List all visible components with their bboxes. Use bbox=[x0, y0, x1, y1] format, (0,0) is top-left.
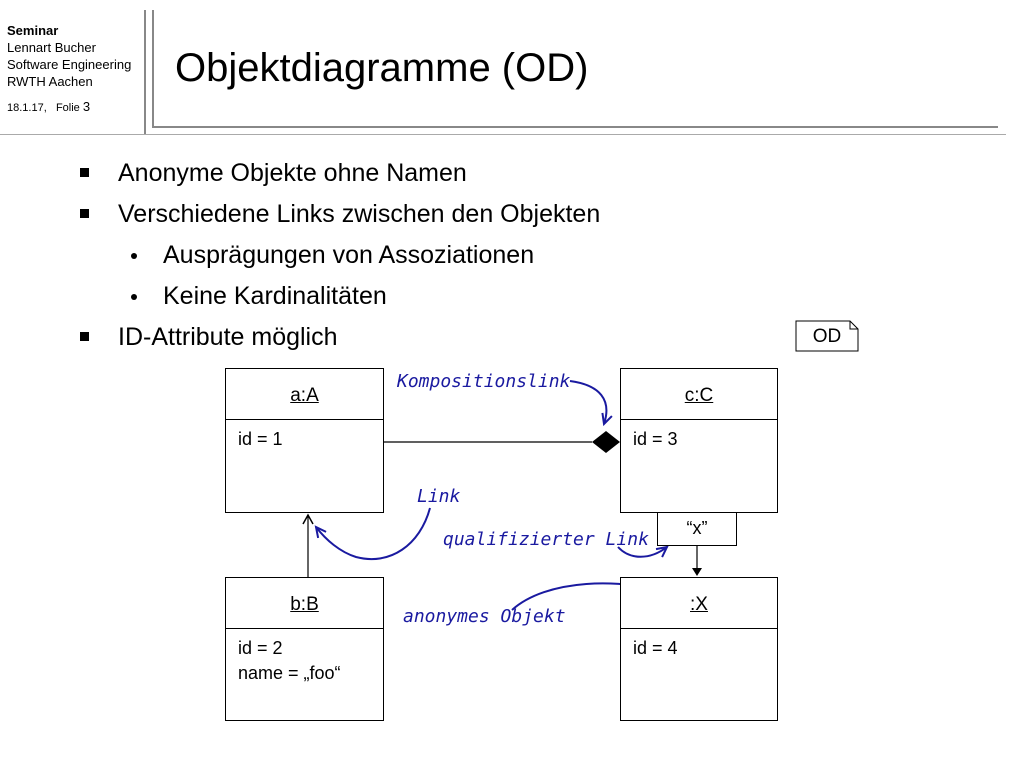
arrowhead-icon bbox=[692, 568, 702, 576]
bullet-item: Verschiedene Links zwischen den Objekten bbox=[80, 194, 780, 235]
bullet-text: Ausprägungen von Assoziationen bbox=[163, 241, 535, 269]
object-name: a:A bbox=[226, 369, 383, 420]
attribute-line: id = 3 bbox=[633, 429, 678, 449]
square-bullet-icon bbox=[80, 209, 89, 218]
square-bullet-icon bbox=[80, 168, 89, 177]
object-b: b:B id = 2 name = „foo“ bbox=[225, 577, 384, 721]
qualified-link-annotation: qualifizierter Link bbox=[443, 529, 649, 550]
date-label: 18.1.17, bbox=[7, 102, 47, 114]
seminar-label: Seminar bbox=[7, 23, 59, 38]
bullet-text: Verschiedene Links zwischen den Objekten bbox=[118, 200, 601, 228]
title-rule-bottom bbox=[0, 134, 1006, 135]
composition-link-annotation: Kompositionslink bbox=[397, 371, 571, 392]
bullet-text: ID-Attribute möglich bbox=[118, 323, 338, 351]
object-attributes: id = 1 bbox=[238, 427, 283, 452]
university-label: RWTH Aachen bbox=[7, 74, 93, 89]
link-annotation: Link bbox=[417, 486, 461, 507]
attribute-line: id = 4 bbox=[633, 638, 678, 658]
qualified-annotation-arrow bbox=[617, 545, 669, 558]
slide-date-info: 18.1.17, Folie 3 bbox=[7, 98, 131, 117]
bullet-text: Keine Kardinalitäten bbox=[163, 282, 387, 310]
department-label: Software Engineering bbox=[7, 57, 132, 72]
folie-number: 3 bbox=[82, 99, 91, 114]
object-c: c:C id = 3 bbox=[620, 368, 778, 513]
square-bullet-icon bbox=[80, 332, 89, 341]
anonymous-object-annotation: anonymes Objekt bbox=[403, 606, 566, 627]
dot-bullet-icon bbox=[131, 253, 137, 259]
bullet-list: Anonyme Objekte ohne Namen Verschiedene … bbox=[80, 153, 780, 358]
author-label: Lennart Bucher bbox=[7, 40, 96, 55]
object-name: c:C bbox=[621, 369, 777, 420]
slide-title: Objektdiagramme (OD) bbox=[175, 46, 589, 90]
qualifier-box: “x” bbox=[657, 512, 737, 546]
sub-bullet-item: Ausprägungen von Assoziationen bbox=[80, 235, 780, 276]
note-shape-icon bbox=[795, 320, 859, 352]
header-divider-right bbox=[152, 10, 154, 128]
object-name: b:B bbox=[226, 578, 383, 629]
dot-bullet-icon bbox=[131, 294, 137, 300]
bullet-text: Anonyme Objekte ohne Namen bbox=[118, 159, 467, 187]
composition-diamond-icon bbox=[592, 431, 620, 453]
attribute-line: id = 1 bbox=[238, 429, 283, 449]
object-a: a:A id = 1 bbox=[225, 368, 384, 513]
bullet-item: Anonyme Objekte ohne Namen bbox=[80, 153, 780, 194]
header-divider-left bbox=[144, 10, 146, 135]
od-diagram-tag: OD bbox=[795, 320, 859, 352]
object-x: :X id = 4 bbox=[620, 577, 778, 721]
attribute-line: name = „foo“ bbox=[238, 663, 341, 683]
od-tag-label: OD bbox=[812, 326, 842, 347]
folie-label: Folie bbox=[55, 102, 80, 114]
object-attributes: id = 3 bbox=[633, 427, 678, 452]
composition-annotation-arrow bbox=[569, 380, 613, 427]
link-annotation-arrow bbox=[314, 507, 431, 561]
object-name: :X bbox=[621, 578, 777, 629]
bullet-item: ID-Attribute möglich bbox=[80, 317, 780, 358]
attribute-line: id = 2 bbox=[238, 638, 283, 658]
title-rule-top bbox=[152, 126, 998, 128]
sub-bullet-item: Keine Kardinalitäten bbox=[80, 276, 780, 317]
object-attributes: id = 4 bbox=[633, 636, 678, 661]
object-attributes: id = 2 name = „foo“ bbox=[238, 636, 341, 686]
header-info: Seminar Lennart Bucher Software Engineer… bbox=[7, 22, 131, 117]
